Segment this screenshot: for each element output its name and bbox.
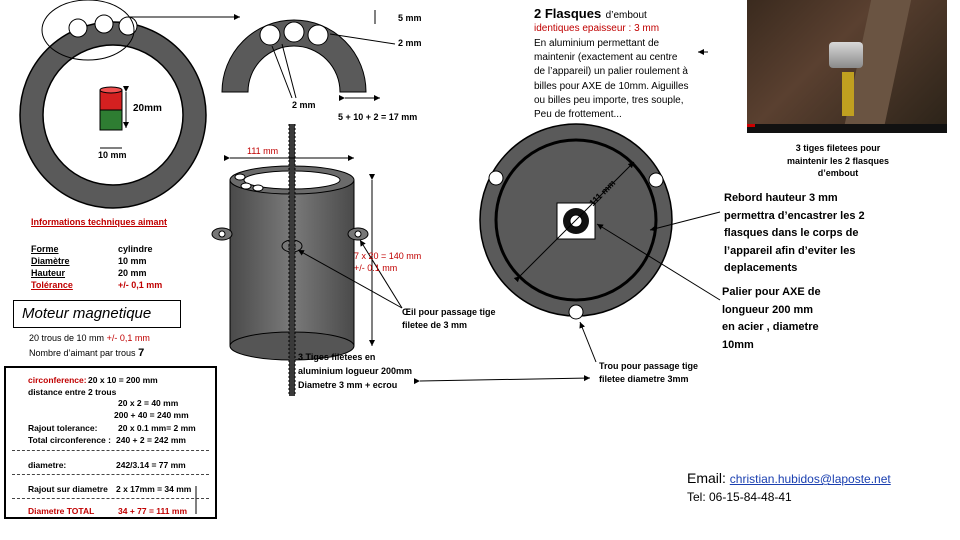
device-image bbox=[829, 42, 863, 68]
caption-line: maintenir les 2 flasques bbox=[787, 155, 890, 166]
calc-total-circ-label: Total circonference : bbox=[28, 435, 111, 445]
trou-line: Trou pour passage tige bbox=[599, 361, 699, 371]
info-value: 10 mm bbox=[118, 256, 147, 266]
flasques-subtitle: identiques epaisseur : 3 mm bbox=[534, 23, 660, 34]
calc-add-diam-label: Rajout sur diametre bbox=[28, 484, 108, 494]
calc-diam-label: diametre: bbox=[28, 460, 67, 470]
motor-cylinder bbox=[211, 124, 591, 396]
info-label: Hauteur bbox=[31, 268, 66, 278]
holes-tolerance: +/- 0,1 mm bbox=[106, 333, 150, 343]
flasques-title-suffix: d’embout bbox=[605, 10, 647, 21]
per-hole-label: Nombre d’aimant par trous bbox=[29, 348, 136, 358]
calc-circ-value: 20 x 10 = 200 mm bbox=[88, 375, 158, 385]
desc-line: billes pour AXE de 10mm. Aiguilles bbox=[534, 80, 689, 92]
calculation-box: circonference: 20 x 10 = 200 mm distance… bbox=[4, 366, 217, 519]
info-label: Forme bbox=[31, 244, 59, 254]
magnet-width-label: 10 mm bbox=[98, 150, 127, 160]
rods-label-3: Diametre 3 mm + ecrou bbox=[298, 380, 398, 390]
separator bbox=[12, 498, 209, 499]
info-value: 20 mm bbox=[118, 268, 147, 278]
dim-sum: 5 + 10 + 2 = 17 mm bbox=[338, 112, 418, 122]
desc-line: ou billes peu importe, tres souple, bbox=[534, 94, 684, 106]
calc-total-value: 34 + 77 = 111 mm bbox=[118, 506, 188, 516]
email-link[interactable]: christian.hubidos@laposte.net bbox=[729, 472, 891, 486]
flasques-title: 2 Flasques d’embout bbox=[534, 5, 647, 23]
desc-line: Peu de frottement... bbox=[534, 109, 622, 121]
separator bbox=[12, 450, 209, 451]
motor-title-box: Moteur magnetique bbox=[13, 300, 181, 328]
holes-text: 20 trous de 10 mm bbox=[29, 333, 105, 343]
desc-line: En aluminium permettant de bbox=[534, 38, 660, 49]
desc-line: de l’appareil) un palier roulement à bbox=[534, 66, 688, 78]
trou-line: filetee diametre 3mm bbox=[599, 374, 689, 384]
magnet-info-title: Informations techniques aimant bbox=[31, 217, 168, 227]
desc-line: maintenir (exactement au centre bbox=[534, 52, 678, 64]
flasques-title-main: 2 Flasques bbox=[534, 6, 602, 21]
calc-dist-value: 20 x 2 = 40 mm bbox=[118, 398, 179, 408]
separator bbox=[12, 474, 209, 475]
cylinder-width-label: 111 mm bbox=[247, 146, 279, 156]
palier-line: longueur 200 mm bbox=[722, 303, 814, 316]
motor-title: Moteur magnetique bbox=[22, 305, 152, 322]
trou-text: Trou pour passage tige filetee diametre … bbox=[599, 360, 698, 386]
calc-dist-label: distance entre 2 trous bbox=[28, 387, 117, 397]
info-value: cylindre bbox=[118, 244, 153, 254]
calc-total-label: Diametre TOTAL bbox=[28, 506, 95, 516]
cylinder-height-label: 7 x 20 = 140 mm bbox=[354, 251, 422, 261]
eye-label-1: Œil pour passage tige bbox=[402, 307, 496, 317]
contact-phone: Tel: 06-15-84-48-41 bbox=[687, 490, 792, 504]
rebord-line: permettra d’encastrer les 2 bbox=[724, 209, 865, 222]
magnet-cylinder bbox=[99, 86, 129, 149]
caption-line: 3 tiges filetees pour bbox=[795, 143, 881, 153]
half-ring bbox=[221, 10, 396, 101]
contact-email-row: Email: christian.hubidos@laposte.net bbox=[687, 470, 891, 486]
calc-total-circ-value: 240 + 2 = 242 mm bbox=[116, 435, 186, 445]
motor-holes: 20 trous de 10 mm +/- 0,1 mm bbox=[29, 333, 150, 343]
rebord-line: deplacements bbox=[724, 262, 798, 274]
calc-sum-value: 200 + 40 = 240 mm bbox=[114, 410, 189, 420]
video-thumbnail[interactable] bbox=[747, 0, 947, 133]
dim-5mm: 5 mm bbox=[398, 13, 422, 23]
cylinder-height-tol: +/- 0.1 mm bbox=[354, 263, 398, 273]
info-value: +/- 0,1 mm bbox=[118, 280, 163, 290]
calc-diam-value: 242/3.14 = 77 mm bbox=[116, 460, 186, 470]
magnets-per-hole: Nombre d’aimant par trous 7 bbox=[29, 347, 144, 359]
info-label: Diamètre bbox=[31, 256, 70, 266]
rebord-line: flasques dans le corps de bbox=[724, 227, 859, 239]
calc-circ-label: circonference: bbox=[28, 375, 87, 385]
calc-tol-value: 20 x 0.1 mm= 2 mm bbox=[118, 423, 196, 433]
palier-line: en acier , diametre bbox=[722, 321, 819, 333]
eye-label-2: filetee de 3 mm bbox=[402, 320, 468, 330]
palier-text: Palier pour AXE de longueur 200 mm en ac… bbox=[722, 284, 821, 354]
palier-line: Palier pour AXE de bbox=[722, 286, 821, 298]
video-controls[interactable] bbox=[747, 124, 947, 133]
flasques-desc: En aluminium permettant de maintenir (ex… bbox=[534, 37, 689, 122]
device-stand bbox=[842, 72, 854, 116]
rebord-line: l’appareil afin d’eviter les bbox=[724, 244, 856, 257]
palier-line: 10mm bbox=[722, 338, 754, 351]
dim-2mm-top: 2 mm bbox=[398, 38, 422, 48]
video-caption: 3 tiges filetees pour maintenir les 2 fl… bbox=[787, 142, 889, 180]
video-progress bbox=[747, 124, 755, 127]
calc-add-diam-value: 2 x 17mm = 34 mm bbox=[116, 484, 192, 494]
per-hole-value: 7 bbox=[138, 347, 145, 359]
flasque-disc bbox=[479, 49, 721, 363]
calc-tol-label: Rajout tolerance: bbox=[28, 423, 98, 433]
email-label: Email: bbox=[687, 470, 726, 486]
caption-line: d’embout bbox=[817, 168, 859, 178]
rods-label-1: 3 Tiges filetees en bbox=[298, 352, 376, 362]
magnet-height-label: 20mm bbox=[133, 103, 162, 114]
info-label: Tolérance bbox=[31, 280, 73, 290]
dim-2mm-bottom: 2 mm bbox=[292, 100, 316, 110]
rods-label-2: aluminium logueur 200mm bbox=[298, 366, 413, 376]
rebord-text: Rebord hauteur 3 mm permettra d’encastre… bbox=[724, 190, 865, 278]
rebord-line: Rebord hauteur 3 mm bbox=[724, 192, 838, 204]
